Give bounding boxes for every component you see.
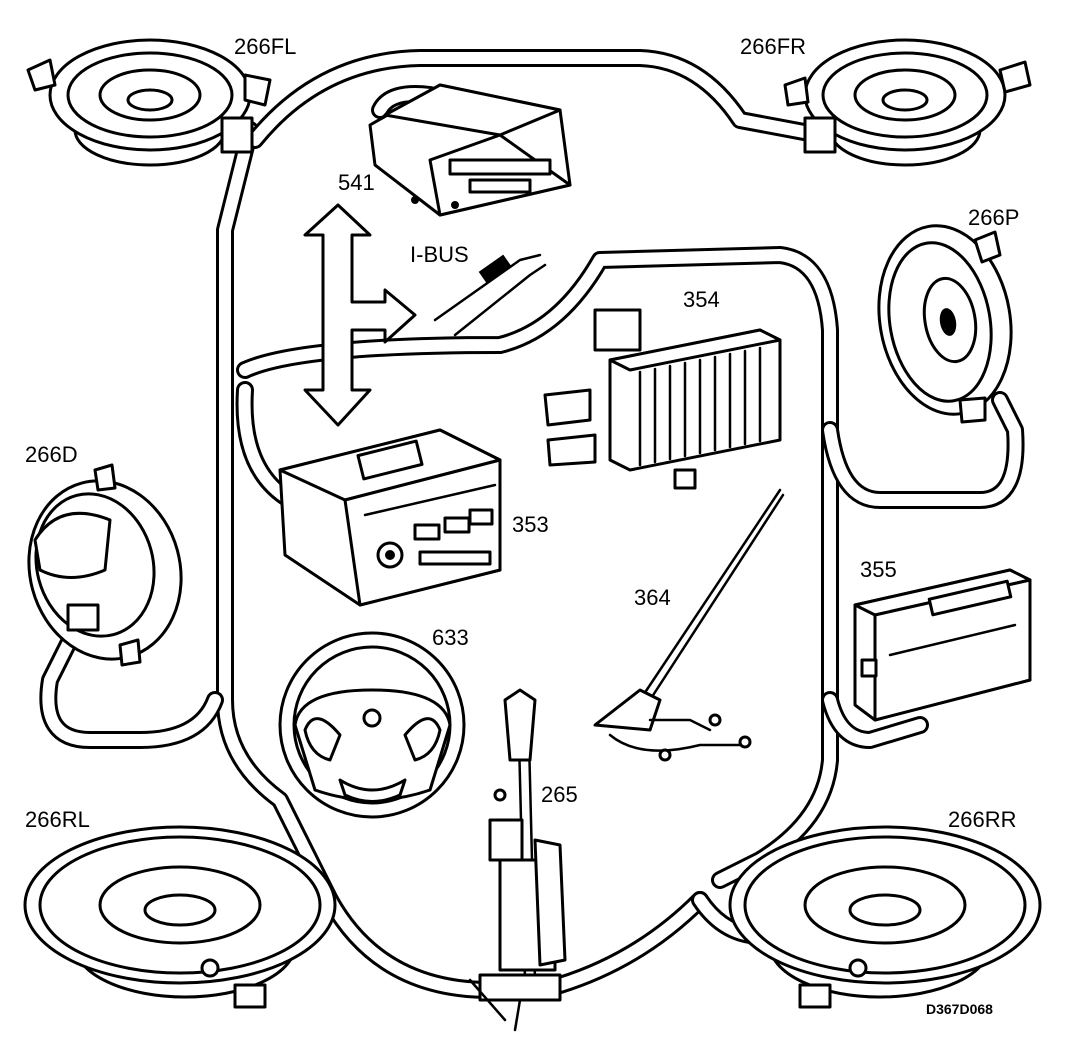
amplifier-fins <box>638 346 762 467</box>
label-633: 633 <box>432 625 469 650</box>
label-354: 354 <box>683 287 720 312</box>
label-266rr: 266RR <box>948 807 1016 832</box>
radio-unit <box>278 428 502 607</box>
speaker-rear-right <box>728 825 1042 1009</box>
ibus-arrow <box>303 203 417 427</box>
label-266fl: 266FL <box>234 34 296 59</box>
label-541: 541 <box>338 170 375 195</box>
speaker-front-left <box>26 38 272 167</box>
label-ibus: I-BUS <box>410 242 469 267</box>
speaker-d <box>27 463 183 667</box>
speaker-rear-left <box>23 825 337 1009</box>
ibus-connector <box>433 253 547 337</box>
antenna <box>593 488 785 762</box>
power-antenna <box>468 688 567 1032</box>
label-355: 355 <box>860 557 897 582</box>
speaker-p <box>877 224 1013 424</box>
amplifier <box>543 308 782 490</box>
label-265: 265 <box>541 782 578 807</box>
label-266d: 266D <box>25 442 78 467</box>
label-266p: 266P <box>968 205 1019 230</box>
label-266fr: 266FR <box>740 34 806 59</box>
drawing-code: D367D068 <box>926 1001 993 1017</box>
label-364: 364 <box>634 585 671 610</box>
label-266rl: 266RL <box>25 807 90 832</box>
cd-changer <box>853 568 1032 722</box>
steering-wheel <box>278 631 466 819</box>
label-353: 353 <box>512 512 549 537</box>
display-unit <box>368 83 572 217</box>
speaker-front-right <box>783 38 1032 167</box>
